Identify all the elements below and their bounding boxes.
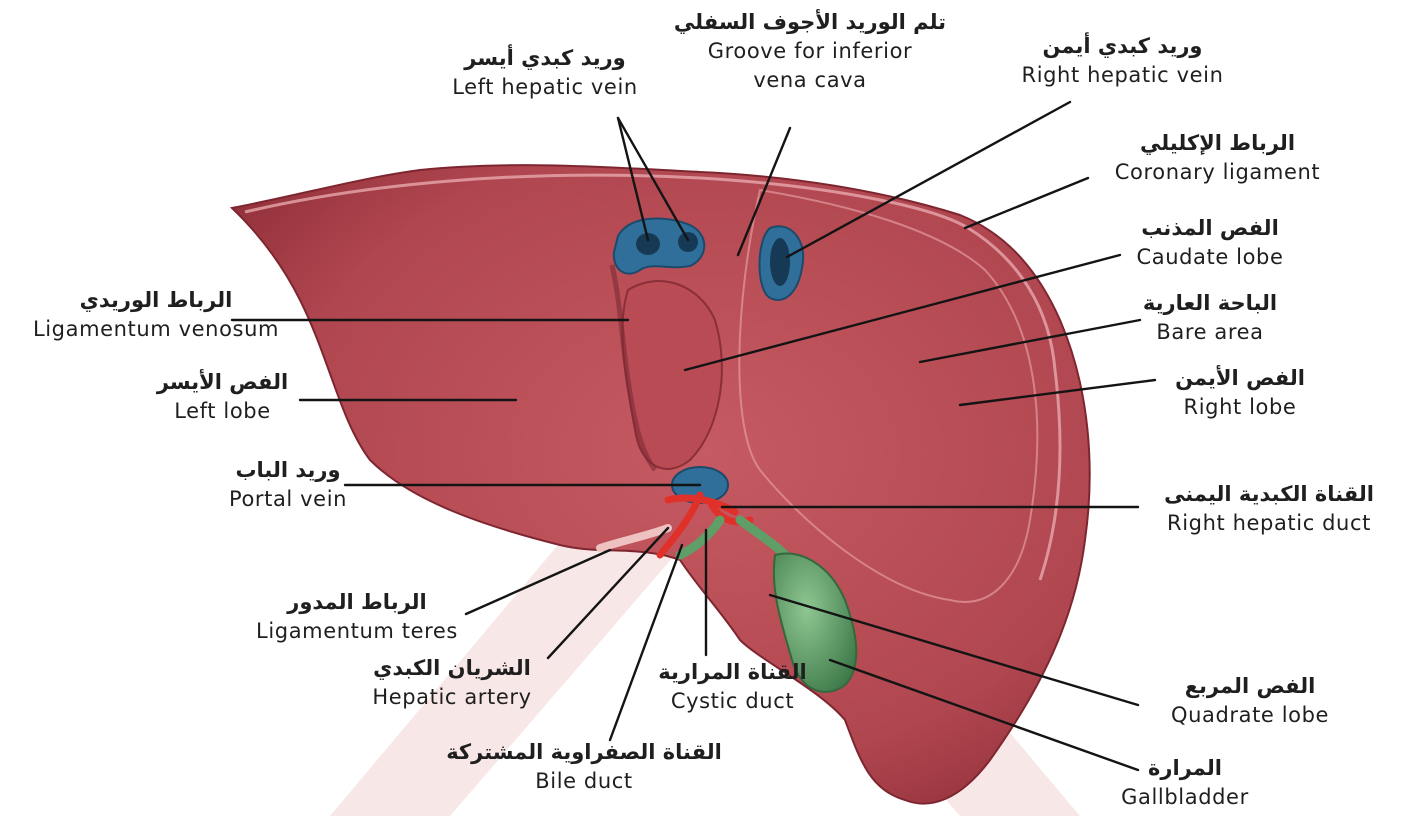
label-right-hepatic-duct-en: Right hepatic duct <box>1138 513 1400 534</box>
label-ligamentum-venosum-ar: الرباط الوريدي <box>6 290 306 311</box>
label-bile-duct-en: Bile duct <box>428 771 740 792</box>
label-bile-duct-ar: القناة الصفراوية المشتركة <box>428 742 740 763</box>
label-ligamentum-teres-ar: الرباط المدور <box>232 592 482 613</box>
label-right-hepatic-vein-ar: وريد كبدي أيمن <box>995 36 1250 57</box>
label-gallbladder-ar: المرارة <box>1095 758 1275 779</box>
label-left-hepatic-vein: وريد كبدي أيسر Left hepatic vein <box>420 48 670 98</box>
label-coronary-ligament-en: Coronary ligament <box>1090 162 1345 183</box>
label-hepatic-artery: الشريان الكبدي Hepatic artery <box>352 658 552 708</box>
label-right-hepatic-duct-ar: القناة الكبدية اليمنى <box>1138 484 1400 505</box>
label-portal-vein-en: Portal vein <box>208 489 368 510</box>
leader-coronary-ligament <box>965 178 1088 228</box>
label-groove-ivc-ar: تلم الوريد الأجوف السفلي <box>660 12 960 33</box>
label-ligamentum-venosum: الرباط الوريدي Ligamentum venosum <box>6 290 306 340</box>
label-portal-vein: وريد الباب Portal vein <box>208 460 368 510</box>
label-gallbladder: المرارة Gallbladder <box>1095 758 1275 808</box>
label-caudate-lobe: الفص المذنب Caudate lobe <box>1115 218 1305 268</box>
label-bare-area-ar: الباحة العارية <box>1130 293 1290 314</box>
label-hepatic-artery-ar: الشريان الكبدي <box>352 658 552 679</box>
label-groove-ivc-en2: vena cava <box>660 70 960 91</box>
label-ligamentum-teres: الرباط المدور Ligamentum teres <box>232 592 482 642</box>
label-right-hepatic-duct: القناة الكبدية اليمنى Right hepatic duct <box>1138 484 1400 534</box>
label-left-hepatic-vein-en: Left hepatic vein <box>420 77 670 98</box>
label-cystic-duct-ar: القناة المرارية <box>650 662 815 683</box>
label-left-lobe-ar: الفص الأيسر <box>145 372 300 393</box>
label-caudate-lobe-ar: الفص المذنب <box>1115 218 1305 239</box>
label-left-lobe: الفص الأيسر Left lobe <box>145 372 300 422</box>
label-ligamentum-venosum-en: Ligamentum venosum <box>6 319 306 340</box>
label-cystic-duct-en: Cystic duct <box>650 691 815 712</box>
label-quadrate-lobe-en: Quadrate lobe <box>1150 705 1350 726</box>
label-quadrate-lobe-ar: الفص المربع <box>1150 676 1350 697</box>
label-left-hepatic-vein-ar: وريد كبدي أيسر <box>420 48 670 69</box>
label-groove-ivc: تلم الوريد الأجوف السفلي Groove for infe… <box>660 12 960 91</box>
label-hepatic-artery-en: Hepatic artery <box>352 687 552 708</box>
label-portal-vein-ar: وريد الباب <box>208 460 368 481</box>
label-caudate-lobe-en: Caudate lobe <box>1115 247 1305 268</box>
label-left-lobe-en: Left lobe <box>145 401 300 422</box>
label-bile-duct: القناة الصفراوية المشتركة Bile duct <box>428 742 740 792</box>
label-bare-area-en: Bare area <box>1130 322 1290 343</box>
label-coronary-ligament: الرباط الإكليلي Coronary ligament <box>1090 133 1345 183</box>
label-right-lobe-ar: الفص الأيمن <box>1160 368 1320 389</box>
label-groove-ivc-en1: Groove for inferior <box>660 41 960 62</box>
label-ligamentum-teres-en: Ligamentum teres <box>232 621 482 642</box>
label-cystic-duct: القناة المرارية Cystic duct <box>650 662 815 712</box>
label-bare-area: الباحة العارية Bare area <box>1130 293 1290 343</box>
label-gallbladder-en: Gallbladder <box>1095 787 1275 808</box>
label-quadrate-lobe: الفص المربع Quadrate lobe <box>1150 676 1350 726</box>
label-right-hepatic-vein-en: Right hepatic vein <box>995 65 1250 86</box>
label-right-lobe-en: Right lobe <box>1160 397 1320 418</box>
label-coronary-ligament-ar: الرباط الإكليلي <box>1090 133 1345 154</box>
label-right-lobe: الفص الأيمن Right lobe <box>1160 368 1320 418</box>
label-right-hepatic-vein: وريد كبدي أيمن Right hepatic vein <box>995 36 1250 86</box>
